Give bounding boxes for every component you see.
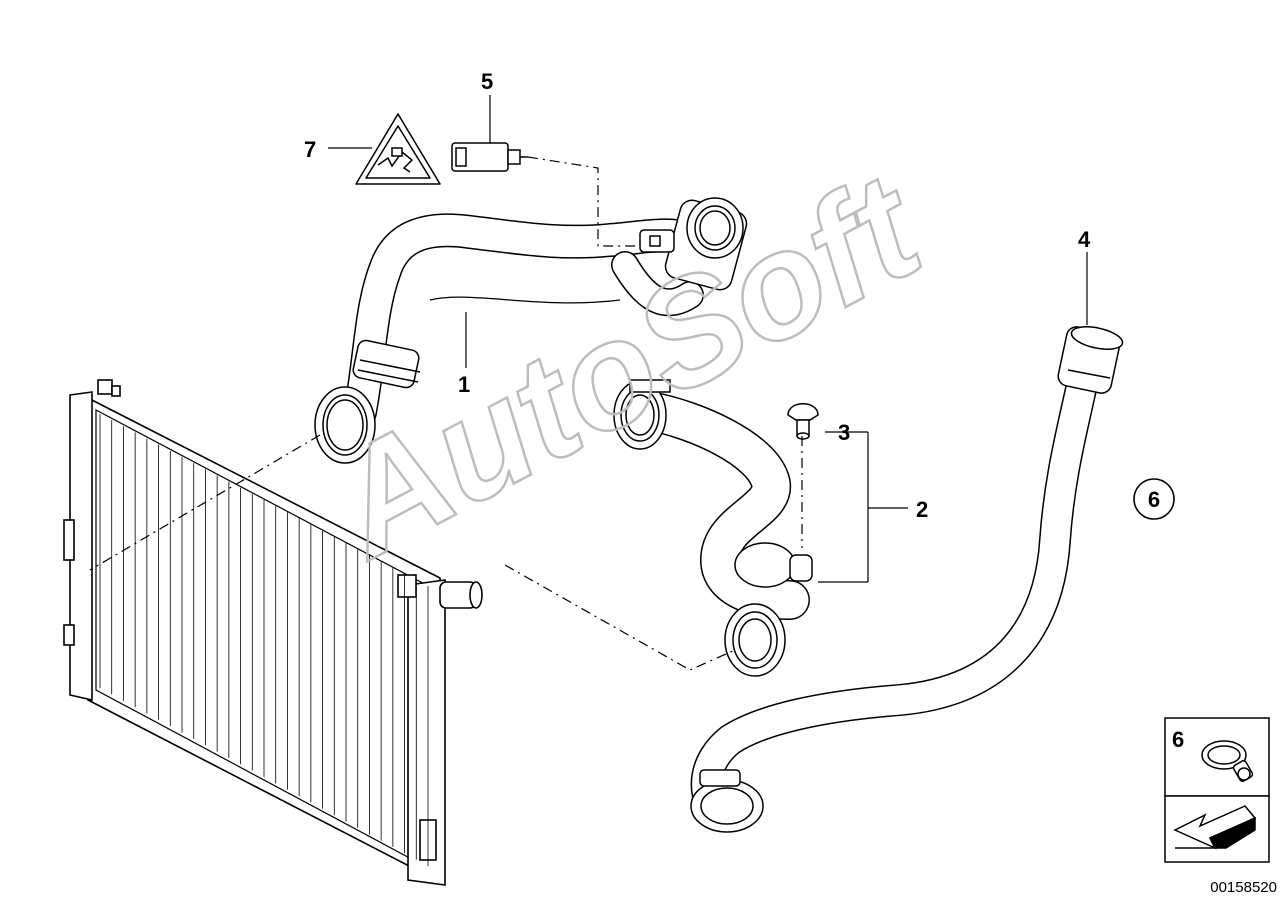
callout-7: 7	[304, 137, 316, 162]
leader-lines	[89, 95, 1088, 671]
radiator-fins	[99, 414, 429, 866]
hose-1[interactable]	[343, 213, 707, 429]
hose-2-lower-connector[interactable]	[724, 542, 813, 677]
callout-6-circled: 6	[1133, 478, 1175, 520]
callout-5: 5	[481, 69, 493, 94]
callout-1: 1	[458, 372, 470, 397]
hose-4-bottom-connector[interactable]	[690, 769, 764, 833]
diagram-number: 00158520	[1210, 879, 1277, 896]
hose-2[interactable]	[625, 390, 810, 620]
hose-1-radiator-connector[interactable]	[314, 339, 421, 464]
hose-4[interactable]	[690, 354, 1101, 826]
temperature-sensor[interactable]	[451, 142, 528, 172]
arrow-left-down-icon	[1173, 805, 1257, 850]
callout-6: 6	[1148, 487, 1160, 512]
callout-2: 2	[916, 497, 928, 522]
callout-3: 3	[838, 420, 850, 445]
callout-6-inset: 6	[1172, 727, 1184, 752]
bleed-screw[interactable]	[787, 403, 819, 440]
hose-clamp-icon	[1201, 740, 1254, 782]
hose-1-engine-connector[interactable]	[639, 197, 749, 293]
warning-triangle-icon	[355, 113, 441, 185]
callout-4: 4	[1078, 227, 1091, 252]
hose-4-top-connector[interactable]	[1056, 323, 1124, 395]
hose-2-upper-connector[interactable]	[613, 379, 671, 450]
